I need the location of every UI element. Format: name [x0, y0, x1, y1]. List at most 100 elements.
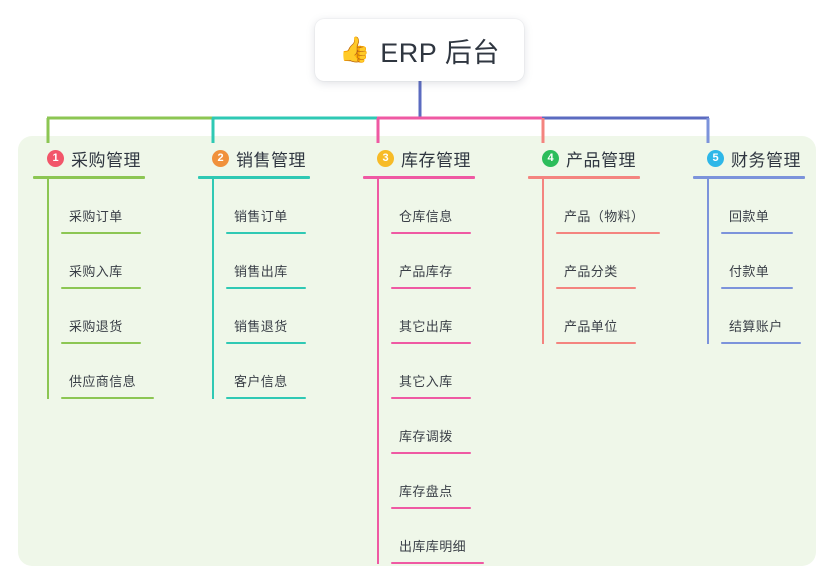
list-item-label: 付款单 [729, 264, 770, 279]
thumbs-up-icon: 👍 [339, 35, 371, 64]
list-item[interactable]: 库存调拨 [377, 399, 475, 454]
list-item-underline [721, 342, 801, 344]
list-item[interactable]: 客户信息 [212, 344, 310, 399]
list-item-label: 产品库存 [399, 264, 453, 279]
list-item-underline [721, 287, 793, 289]
column-title: 财务管理 [731, 150, 801, 170]
list-item-underline [61, 342, 141, 344]
list-item-underline [226, 232, 306, 234]
list-item[interactable]: 产品（物料） [542, 179, 660, 234]
list-item-label: 库存盘点 [399, 484, 453, 499]
list-item[interactable]: 采购入库 [47, 234, 145, 289]
column-2: 2 销售管理销售订单销售出库销售退货客户信息 [198, 146, 310, 399]
list-item-underline [391, 342, 471, 344]
list-item-label: 采购入库 [69, 264, 123, 279]
list-item-label: 产品分类 [564, 264, 618, 279]
list-item[interactable]: 产品单位 [542, 289, 640, 344]
list-item-underline [556, 287, 636, 289]
column-header-5[interactable]: 5 财务管理 [693, 146, 805, 170]
list-item-label: 其它出库 [399, 319, 453, 334]
column-trunk-line [47, 179, 49, 399]
column-trunk-line [707, 179, 709, 344]
column-underline [198, 176, 310, 179]
list-item-label: 回款单 [729, 209, 770, 224]
list-item[interactable]: 其它入库 [377, 344, 475, 399]
list-item-label: 销售退货 [234, 319, 288, 334]
column-badge-icon: 4 [542, 149, 559, 167]
list-item[interactable]: 产品分类 [542, 234, 640, 289]
list-item-label: 其它入库 [399, 374, 453, 389]
list-item-underline [391, 232, 471, 234]
list-item[interactable]: 仓库信息 [377, 179, 475, 234]
list-item[interactable]: 库存盘点 [377, 454, 475, 509]
column-title: 销售管理 [236, 150, 306, 170]
column-4: 4 产品管理产品（物料） 产品分类产品单位 [528, 146, 660, 344]
list-item-label: 采购订单 [69, 209, 123, 224]
list-item-underline [226, 397, 306, 399]
list-item[interactable]: 采购退货 [47, 289, 145, 344]
list-item-label: 采购退货 [69, 319, 123, 334]
list-item-label: 出库库明细 [399, 539, 467, 554]
list-item[interactable]: 销售出库 [212, 234, 310, 289]
column-badge-icon: 5 [707, 149, 724, 167]
list-item[interactable]: 出库库明细 [377, 509, 484, 564]
column-trunk-line [542, 179, 544, 344]
list-item-underline [556, 232, 660, 234]
list-item-label: 供应商信息 [69, 374, 137, 389]
column-underline [528, 176, 640, 179]
column-underline [693, 176, 805, 179]
list-item-underline [391, 287, 471, 289]
column-title: 采购管理 [71, 150, 141, 170]
column-items: 回款单付款单结算账户 [693, 179, 805, 344]
list-item-underline [556, 342, 636, 344]
list-item-underline [721, 232, 793, 234]
list-item[interactable]: 付款单 [707, 234, 805, 289]
diagram-background-panel [18, 136, 816, 566]
list-item-underline [61, 397, 154, 399]
column-underline [363, 176, 475, 179]
column-header-4[interactable]: 4 产品管理 [528, 146, 640, 170]
list-item-underline [391, 397, 471, 399]
list-item-label: 产品（物料） [564, 209, 645, 224]
root-node-content: 👍 ERP 后台 [339, 31, 500, 70]
column-badge-icon: 3 [377, 149, 394, 167]
list-item[interactable]: 供应商信息 [47, 344, 154, 399]
column-badge-icon: 2 [212, 149, 229, 167]
list-item[interactable]: 结算账户 [707, 289, 805, 344]
list-item-label: 销售订单 [234, 209, 288, 224]
list-item-underline [226, 342, 306, 344]
column-title: 库存管理 [401, 150, 471, 170]
column-items: 销售订单销售出库销售退货客户信息 [198, 179, 310, 399]
list-item-label: 产品单位 [564, 319, 618, 334]
column-items: 产品（物料） 产品分类产品单位 [528, 179, 660, 344]
list-item-label: 库存调拨 [399, 429, 453, 444]
column-header-3[interactable]: 3 库存管理 [363, 146, 475, 170]
column-trunk-line [377, 179, 379, 564]
list-item[interactable]: 产品库存 [377, 234, 475, 289]
list-item[interactable]: 销售退货 [212, 289, 310, 344]
column-header-2[interactable]: 2 销售管理 [198, 146, 310, 170]
column-5: 5 财务管理回款单付款单结算账户 [693, 146, 805, 344]
column-underline [33, 176, 145, 179]
column-trunk-line [212, 179, 214, 399]
list-item-underline [391, 507, 471, 509]
list-item-label: 仓库信息 [399, 209, 453, 224]
list-item-underline [61, 232, 141, 234]
list-item[interactable]: 回款单 [707, 179, 805, 234]
root-node-title: ERP 后台 [380, 37, 500, 68]
list-item-underline [391, 562, 484, 564]
list-item-label: 客户信息 [234, 374, 288, 389]
list-item[interactable]: 其它出库 [377, 289, 475, 344]
column-items: 采购订单采购入库采购退货供应商信息 [33, 179, 154, 399]
list-item-label: 销售出库 [234, 264, 288, 279]
list-item[interactable]: 采购订单 [47, 179, 145, 234]
list-item-underline [226, 287, 306, 289]
column-3: 3 库存管理仓库信息产品库存其它出库其它入库库存调拨库存盘点出库库明细 [363, 146, 484, 564]
root-node-card[interactable]: 👍 ERP 后台 [315, 19, 524, 81]
list-item[interactable]: 销售订单 [212, 179, 310, 234]
list-item-label: 结算账户 [729, 319, 783, 334]
column-title: 产品管理 [566, 150, 636, 170]
